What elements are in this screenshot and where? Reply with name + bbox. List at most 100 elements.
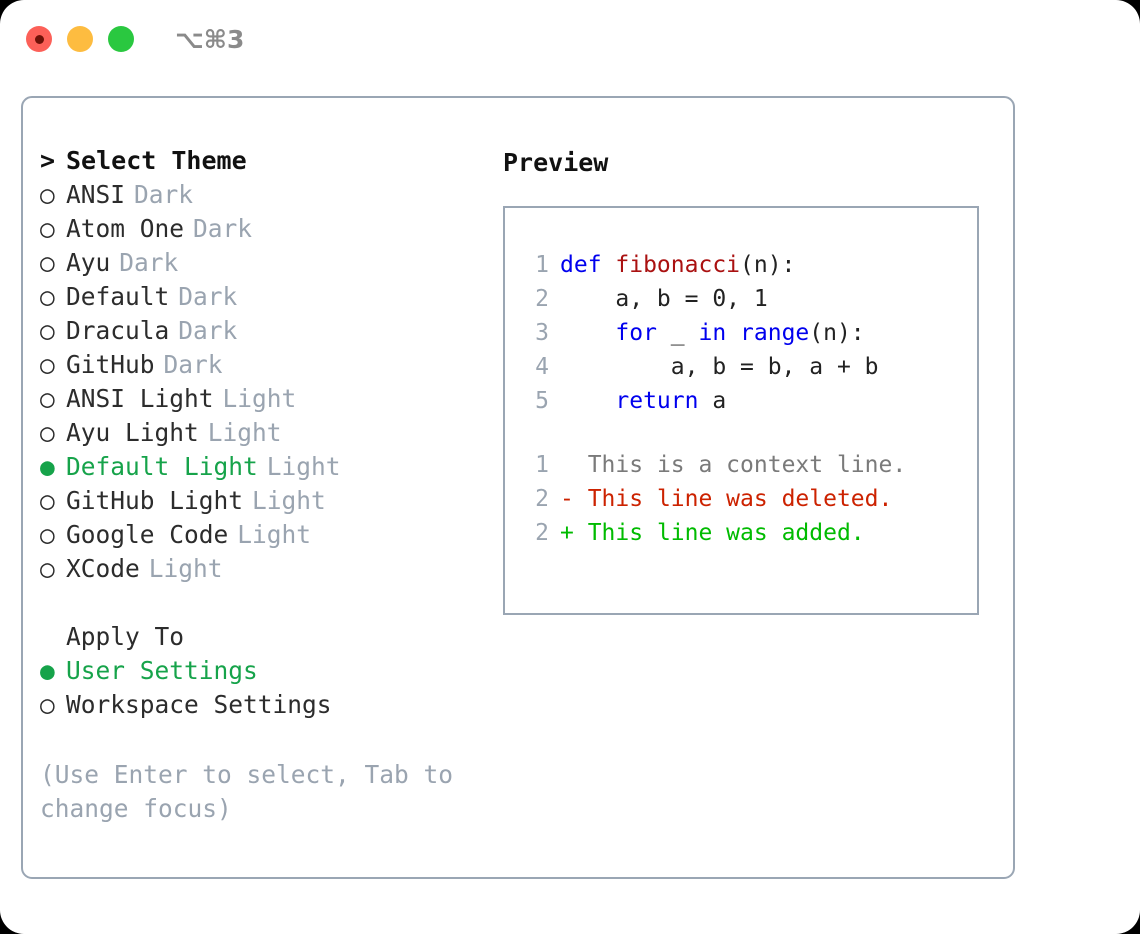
theme-name-label: ANSI Light bbox=[66, 384, 214, 413]
radio-unselected-icon: ○ bbox=[40, 690, 55, 719]
theme-category-tag: Light bbox=[207, 418, 282, 447]
code-text: return a bbox=[560, 388, 726, 414]
diff-sample: 1 This is a context line.2- This line wa… bbox=[523, 452, 977, 554]
title-bar: ⌥⌘3 bbox=[0, 0, 1140, 78]
code-token-kw: in range bbox=[698, 320, 810, 346]
diff-line: 2+ This line was added. bbox=[523, 520, 977, 554]
radio-unselected-icon: ○ bbox=[40, 180, 55, 209]
diff-line: 2- This line was deleted. bbox=[523, 486, 977, 520]
theme-name-label: Default Light bbox=[66, 452, 258, 481]
code-token-plain: _ bbox=[656, 320, 699, 346]
apply-to-heading: ○ Apply To bbox=[40, 622, 490, 656]
code-token-kw: for bbox=[615, 320, 657, 346]
theme-category-tag: Light bbox=[266, 452, 341, 481]
theme-category-tag: Light bbox=[148, 554, 223, 583]
code-spacer bbox=[523, 422, 977, 452]
line-number: 5 bbox=[535, 388, 549, 414]
diff-text: This line was added. bbox=[587, 520, 865, 546]
diff-line: 1 This is a context line. bbox=[523, 452, 977, 486]
radio-unselected-icon: ○ bbox=[40, 418, 55, 447]
theme-category-tag: Dark bbox=[134, 180, 194, 209]
diff-text: This line was deleted. bbox=[587, 486, 893, 512]
theme-category-tag: Dark bbox=[178, 282, 238, 311]
diff-marker bbox=[560, 452, 588, 478]
theme-category-tag: Light bbox=[222, 384, 297, 413]
radio-unselected-icon: ○ bbox=[40, 350, 55, 379]
code-text: def fibonacci(n): bbox=[560, 252, 795, 278]
code-token-plain: a, b = 0, 1 bbox=[560, 286, 768, 312]
theme-name-label: ANSI bbox=[66, 180, 126, 209]
theme-name-label: GitHub Light bbox=[66, 486, 244, 515]
line-number: 2 bbox=[535, 486, 549, 512]
code-line: 3 for _ in range(n): bbox=[523, 320, 977, 354]
theme-list-item[interactable]: ○ Default Dark bbox=[40, 282, 490, 316]
theme-category-tag: Light bbox=[237, 520, 312, 549]
theme-name-label: Default bbox=[66, 282, 170, 311]
apply-to-option[interactable]: ● User Settings bbox=[40, 656, 490, 690]
code-line: 5 return a bbox=[523, 388, 977, 422]
line-number: 2 bbox=[535, 520, 549, 546]
code-token-kw: def bbox=[560, 252, 616, 278]
theme-category-tag: Light bbox=[252, 486, 326, 515]
radio-unselected-icon: ○ bbox=[40, 214, 55, 243]
heading-indent-spacer: ○ bbox=[40, 622, 66, 651]
apply-to-option[interactable]: ○ Workspace Settings bbox=[40, 690, 490, 724]
close-button[interactable] bbox=[26, 26, 52, 52]
theme-category-tag: Dark bbox=[178, 316, 238, 345]
code-token-plain bbox=[560, 388, 615, 414]
code-token-plain: a bbox=[698, 388, 727, 414]
maximize-button[interactable] bbox=[108, 26, 134, 52]
theme-list-item[interactable]: ○ XCode Light bbox=[40, 554, 490, 588]
code-token-plain: (n): bbox=[740, 252, 796, 278]
minimize-button[interactable] bbox=[67, 26, 93, 52]
theme-list-item[interactable]: ● Default Light Light bbox=[40, 452, 490, 486]
line-number: 4 bbox=[535, 354, 549, 380]
theme-category-tag: Dark bbox=[119, 248, 179, 277]
diff-text: This is a context line. bbox=[587, 452, 907, 478]
line-number: 2 bbox=[535, 286, 549, 312]
apply-to-option-label: Workspace Settings bbox=[66, 690, 332, 719]
code-text: a, b = 0, 1 bbox=[560, 286, 768, 312]
radio-selected-icon: ● bbox=[40, 452, 55, 481]
close-icon bbox=[34, 34, 44, 44]
diff-marker: - bbox=[560, 486, 588, 512]
theme-list-item[interactable]: ○ ANSI Dark bbox=[40, 180, 490, 214]
radio-unselected-icon: ○ bbox=[40, 520, 55, 549]
radio-unselected-icon: ○ bbox=[40, 486, 55, 515]
prompt-caret-icon: > bbox=[40, 146, 71, 175]
line-number: 3 bbox=[535, 320, 549, 346]
keyboard-hint-text: (Use Enter to select, Tab to change focu… bbox=[40, 760, 454, 823]
apply-to-list: ● User Settings ○ Workspace Settings bbox=[40, 656, 490, 724]
section-spacer bbox=[40, 588, 490, 622]
radio-unselected-icon: ○ bbox=[40, 554, 55, 583]
theme-name-label: Dracula bbox=[66, 316, 170, 345]
radio-unselected-icon: ○ bbox=[40, 384, 55, 413]
theme-list-item[interactable]: ○ GitHub Light Light bbox=[40, 486, 490, 520]
theme-category-tag: Dark bbox=[163, 350, 223, 379]
code-token-plain: (n): bbox=[809, 320, 865, 346]
select-theme-heading: > Select Theme bbox=[40, 146, 490, 180]
theme-list-item[interactable]: ○ ANSI Light Light bbox=[40, 384, 490, 418]
theme-name-label: Atom One bbox=[66, 214, 185, 243]
code-token-plain: a, b = b, a + b bbox=[560, 354, 879, 380]
select-theme-heading-label: Select Theme bbox=[66, 146, 247, 175]
apply-to-option-label: User Settings bbox=[66, 656, 258, 685]
code-line: 2 a, b = 0, 1 bbox=[523, 286, 977, 320]
radio-selected-icon: ● bbox=[40, 656, 55, 685]
radio-unselected-icon: ○ bbox=[40, 282, 55, 311]
theme-name-label: Ayu bbox=[66, 248, 111, 277]
theme-name-label: XCode bbox=[66, 554, 140, 583]
